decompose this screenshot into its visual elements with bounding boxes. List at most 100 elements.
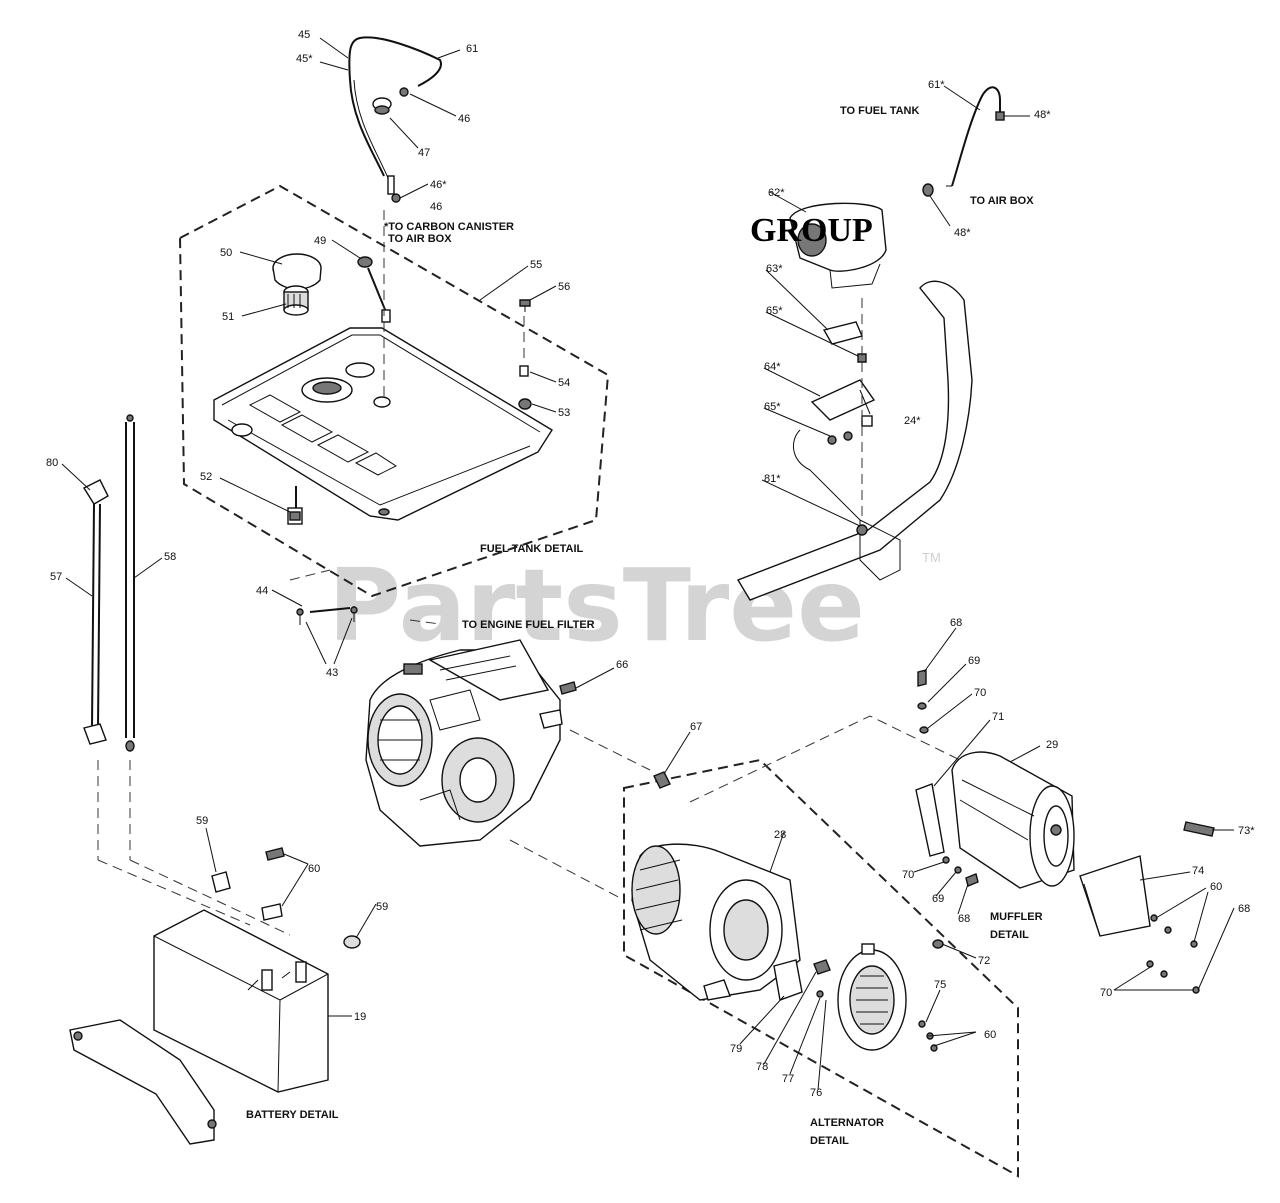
battery-tray	[69, 1019, 217, 1145]
callout-75: 75	[934, 979, 946, 991]
screw-65-upper	[857, 353, 867, 363]
callout-62-star: 62*	[768, 187, 785, 199]
fuel-line-axis	[289, 569, 331, 581]
callout-78: 78	[756, 1061, 768, 1073]
muffler-29	[951, 751, 1075, 889]
gasket-70-upper	[919, 726, 929, 734]
callout-48-star-lower: 48*	[954, 227, 971, 239]
battery-cable-58	[125, 414, 135, 752]
engine-alternator-axis	[569, 729, 651, 771]
label-to-air-box-left: TO AIR BOX	[388, 233, 452, 245]
callout-61-star: 61*	[928, 79, 945, 91]
fuel-cap-50	[272, 253, 322, 290]
callout-57: 57	[50, 571, 62, 583]
label-fuel-tank-detail: FUEL TANK DETAIL	[480, 543, 584, 555]
callout-63-star: 63*	[766, 263, 783, 275]
callout-70-left: 70	[902, 869, 914, 881]
callout-45: 45	[298, 29, 310, 41]
label-battery-detail: BATTERY DETAIL	[246, 1109, 339, 1121]
callout-60-muffler: 60	[1210, 881, 1222, 893]
callout-74: 74	[1192, 865, 1204, 877]
callout-46-star: 46*	[430, 179, 447, 191]
callout-47: 47	[418, 147, 430, 159]
callout-19: 19	[354, 1011, 366, 1023]
callout-58: 58	[164, 551, 176, 563]
frame-tube-81	[736, 280, 973, 601]
callout-80: 80	[46, 457, 58, 469]
callout-29: 29	[1046, 739, 1058, 751]
callout-55: 55	[530, 259, 542, 271]
clamp-46-lower	[391, 193, 401, 203]
label-to-fuel-tank: TO FUEL TANK	[840, 105, 920, 117]
callout-60-alternator: 60	[984, 1029, 996, 1041]
bolt-66	[559, 681, 577, 695]
fuel-gauge-49	[357, 256, 391, 323]
fuel-tank	[213, 327, 553, 521]
section-labels: *TO CARBON CANISTER TO AIR BOX TO FUEL T…	[246, 105, 1043, 1147]
fuel-line-44	[296, 606, 358, 625]
muffler-fasteners-left	[942, 856, 979, 887]
diode-78	[813, 959, 831, 975]
callout-56: 56	[558, 281, 570, 293]
hose-61-upper	[946, 86, 1001, 187]
muffler-fasteners-right	[1146, 914, 1200, 994]
washer-53	[518, 398, 532, 410]
callout-68-upper: 68	[950, 617, 962, 629]
callout-66: 66	[616, 659, 628, 671]
grommet-47	[372, 97, 392, 115]
fuel-tank-detail-boundary	[178, 184, 610, 598]
callout-52: 52	[200, 471, 212, 483]
fuel-strainer-51	[283, 285, 309, 316]
bolt-68-upper	[917, 669, 927, 687]
callout-46: 46	[458, 113, 470, 125]
cable-57-route	[97, 859, 251, 926]
heat-shield-74	[1079, 855, 1151, 937]
cable-58-route	[129, 859, 291, 936]
rear-cover-76	[837, 943, 907, 1051]
callout-79: 79	[730, 1043, 742, 1055]
nut-72	[932, 939, 944, 949]
callout-65-star-lower: 65*	[764, 401, 781, 413]
mounting-bracket-64	[810, 379, 876, 427]
callout-24-star: 24*	[904, 415, 921, 427]
callout-77: 77	[782, 1073, 794, 1085]
engine-lower-axis	[509, 839, 625, 901]
alternator-detail-boundary	[623, 758, 1019, 1178]
callout-46-lower: 46	[430, 201, 442, 213]
connector-77	[816, 990, 824, 998]
brush-holder-79	[773, 959, 803, 1001]
nut-59-lower	[343, 935, 361, 949]
screw-60-lower	[261, 903, 283, 921]
bushing-54	[519, 365, 529, 377]
callout-76: 76	[810, 1087, 822, 1099]
label-muffler: MUFFLER	[990, 911, 1043, 923]
callout-51: 51	[222, 311, 234, 323]
callout-68-left: 68	[958, 913, 970, 925]
callout-59-upper: 59	[196, 815, 208, 827]
hose-clamp-46	[399, 87, 409, 97]
callout-70-upper: 70	[974, 687, 986, 699]
label-muffler-detail: DETAIL	[990, 929, 1029, 941]
clamp-48-lower	[922, 183, 934, 197]
label-to-carbon-canister: *TO CARBON CANISTER	[384, 221, 514, 233]
watermark-trademark: TM	[922, 550, 941, 565]
clamp-48-upper	[995, 111, 1005, 121]
bracket-63	[822, 321, 863, 345]
callout-43: 43	[326, 667, 338, 679]
screw-56	[519, 299, 531, 312]
callout-45-star: 45*	[296, 53, 313, 65]
callout-54: 54	[558, 377, 570, 389]
callout-60-battery-upper: 60	[308, 863, 320, 875]
label-alternator-detail: DETAIL	[810, 1135, 849, 1147]
screw-60-upper	[265, 847, 285, 861]
muffler-guard-71	[915, 783, 945, 857]
callout-64-star: 64*	[764, 361, 781, 373]
callout-61: 61	[466, 43, 478, 55]
callout-81-star: 81*	[764, 473, 781, 485]
callout-68-right: 68	[1238, 903, 1250, 915]
callout-44: 44	[256, 585, 268, 597]
battery-cable-57	[82, 479, 109, 745]
screws-65-lower	[827, 431, 853, 445]
